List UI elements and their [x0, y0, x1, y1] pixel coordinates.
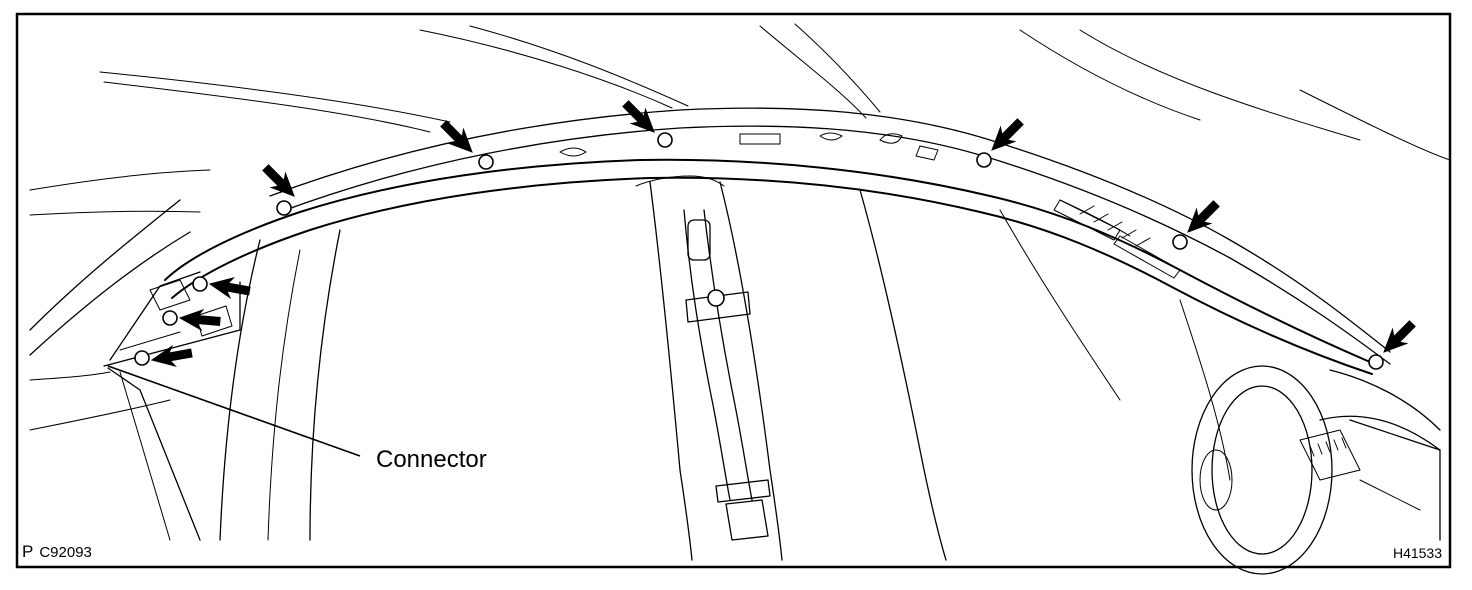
- bolt-marker: [192, 276, 208, 292]
- arrow-icon: [984, 114, 1028, 158]
- page-code-number: C92093: [39, 544, 92, 561]
- mounting-bolts: [134, 132, 1384, 370]
- arrow-icon: [207, 273, 252, 302]
- bolt-arrows: [149, 96, 1420, 371]
- diagram-frame: [15, 12, 1452, 569]
- bolt-marker: [1172, 234, 1188, 250]
- arrow-icon: [178, 307, 222, 332]
- bolt-marker: [657, 132, 673, 148]
- bolt-marker: [1368, 354, 1384, 370]
- bolt-marker: [478, 154, 494, 170]
- arrow-icon: [1376, 316, 1420, 360]
- connector-leader-line: [107, 365, 361, 457]
- bolt-marker: [134, 350, 150, 366]
- page-code: P C92093: [22, 542, 92, 562]
- bolt-marker: [976, 152, 992, 168]
- bolt-marker: [162, 310, 178, 326]
- arrow-icon: [258, 160, 302, 204]
- arrow-icon: [149, 342, 194, 371]
- figure-id: H41533: [1392, 545, 1442, 561]
- page-code-prefix: P: [22, 542, 34, 561]
- connector-callout-label: Connector: [376, 446, 487, 473]
- vehicle-body-outline: [29, 23, 1451, 575]
- bolt-marker: [276, 200, 292, 216]
